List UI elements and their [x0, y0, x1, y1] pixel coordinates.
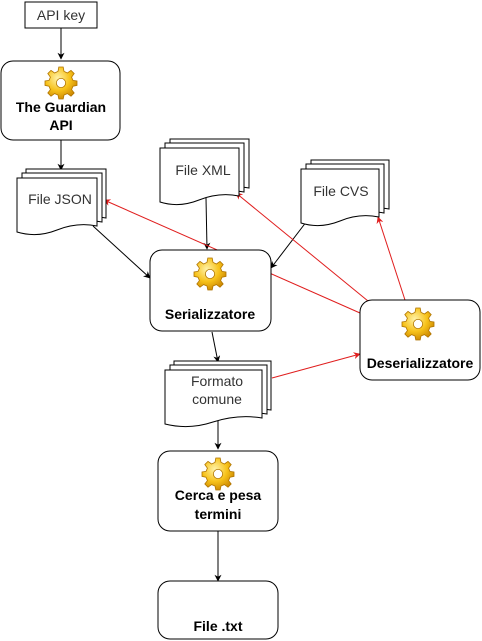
- gear-icon: [201, 457, 235, 491]
- node-formato-comune[interactable]: Formato comune: [164, 360, 272, 428]
- node-deserializzatore[interactable]: Deserializzatore: [359, 299, 481, 381]
- node-file-txt-label: File .txt: [193, 618, 242, 634]
- node-guardian-api[interactable]: The Guardian API: [0, 60, 121, 141]
- node-formato-label-line1: Formato: [191, 373, 243, 389]
- node-file-txt[interactable]: File .txt: [157, 580, 279, 640]
- node-cerca-label-line2: termini: [195, 506, 242, 522]
- node-file-cvs[interactable]: File CVS: [300, 159, 390, 227]
- node-cerca-label-line1: Cerca e pesa: [175, 487, 262, 503]
- node-cerca-e-pesa[interactable]: Cerca e pesa termini: [157, 450, 279, 532]
- edge-filejson-serializzatore: [92, 225, 151, 279]
- gear-icon: [193, 257, 227, 291]
- node-guardian-label-line1: The Guardian: [16, 99, 106, 115]
- node-deserializzatore-label: Deserializzatore: [367, 355, 474, 371]
- node-file-json-label: File JSON: [28, 191, 92, 207]
- edge-filexml-serializzatore: [203, 197, 211, 250]
- edge-deserializzatore-filexml: [235, 192, 369, 302]
- node-api-key[interactable]: API key: [24, 1, 98, 29]
- node-file-json[interactable]: File JSON: [16, 168, 107, 236]
- node-serializzatore-label: Serializzatore: [165, 306, 255, 322]
- node-file-xml-label: File XML: [175, 162, 230, 178]
- edge-formato-deserializzatore: [271, 352, 361, 379]
- edge-filecvs-serializzatore: [270, 216, 311, 269]
- node-serializzatore[interactable]: Serializzatore: [149, 249, 272, 332]
- node-file-cvs-label: File CVS: [313, 183, 368, 199]
- node-formato-label-line2: comune: [192, 391, 242, 407]
- node-file-xml[interactable]: File XML: [159, 138, 250, 206]
- edge-serializzatore-formato: [211, 331, 221, 363]
- gear-icon: [401, 307, 435, 341]
- node-guardian-label-line2: API: [49, 117, 72, 133]
- node-api-key-label: API key: [37, 7, 85, 23]
- edge-deserializzatore-filecvs: [376, 216, 406, 301]
- gear-icon: [44, 66, 78, 100]
